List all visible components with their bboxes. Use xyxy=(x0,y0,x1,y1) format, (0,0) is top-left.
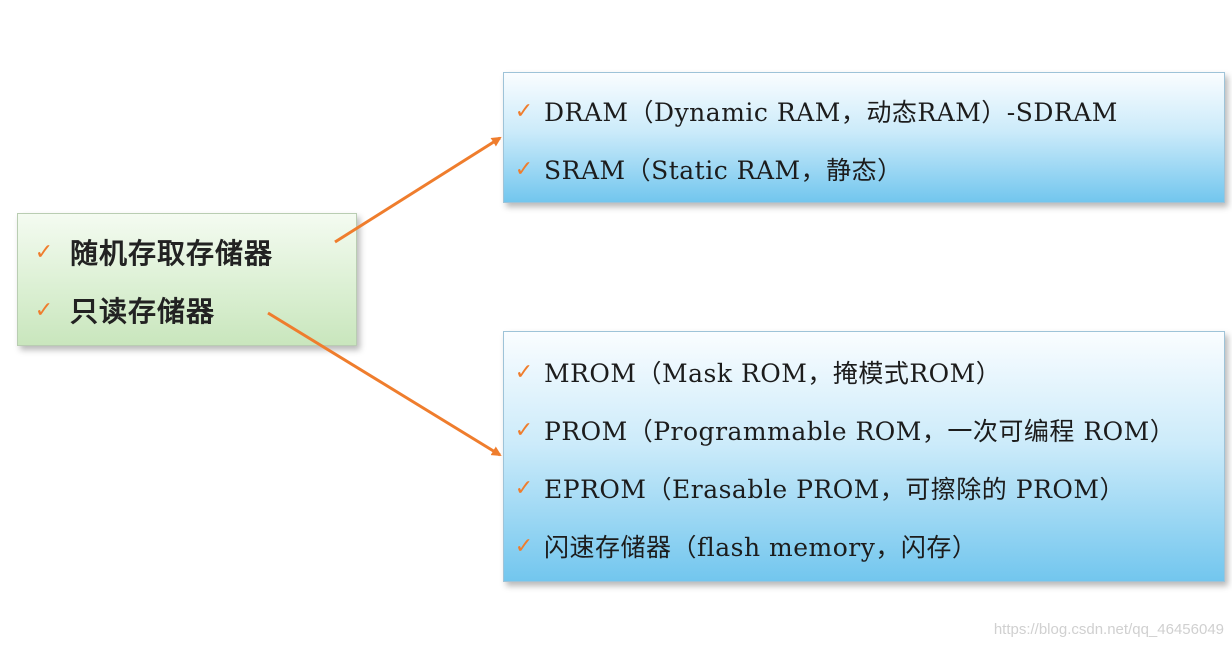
list-item-flash: ✓ 闪速存储器（flash memory，闪存） xyxy=(504,526,1224,566)
watermark: https://blog.csdn.net/qq_46456049 xyxy=(993,621,1224,638)
item-label: 随机存取存储器 xyxy=(70,237,274,270)
item-label: PROM（Programmable ROM，一次可编程 ROM） xyxy=(544,417,1176,446)
check-icon: ✓ xyxy=(514,359,534,385)
check-icon: ✓ xyxy=(34,297,54,323)
list-item-eprom: ✓ EPROM（Erasable PROM，可擦除的 PROM） xyxy=(504,468,1224,508)
ram-types-box: ✓ DRAM（Dynamic RAM，动态RAM）-SDRAM ✓ SRAM（S… xyxy=(503,72,1225,203)
list-item-dram: ✓ DRAM（Dynamic RAM，动态RAM）-SDRAM xyxy=(504,91,1224,131)
item-label: SRAM（Static RAM，静态） xyxy=(544,156,903,185)
item-label: EPROM（Erasable PROM，可擦除的 PROM） xyxy=(544,475,1125,504)
list-item-rom: ✓ 只读存储器 xyxy=(18,290,356,330)
check-icon: ✓ xyxy=(514,156,534,182)
item-label: 只读存储器 xyxy=(70,295,216,328)
item-label: MROM（Mask ROM，掩模式ROM） xyxy=(544,359,1002,388)
check-icon: ✓ xyxy=(514,533,534,559)
check-icon: ✓ xyxy=(514,475,534,501)
check-icon: ✓ xyxy=(514,417,534,443)
arrow-to-ram-box xyxy=(334,136,502,244)
rom-types-box: ✓ MROM（Mask ROM，掩模式ROM） ✓ PROM（Programma… xyxy=(503,331,1225,582)
list-item-ram: ✓ 随机存取存储器 xyxy=(18,232,356,272)
list-item-mrom: ✓ MROM（Mask ROM，掩模式ROM） xyxy=(504,352,1224,392)
item-label: DRAM（Dynamic RAM，动态RAM）-SDRAM xyxy=(544,98,1118,127)
item-label: 闪速存储器（flash memory，闪存） xyxy=(544,533,978,562)
arrow-to-rom-box xyxy=(267,311,502,457)
check-icon: ✓ xyxy=(514,98,534,124)
check-icon: ✓ xyxy=(34,239,54,265)
list-item-sram: ✓ SRAM（Static RAM，静态） xyxy=(504,149,1224,189)
list-item-prom: ✓ PROM（Programmable ROM，一次可编程 ROM） xyxy=(504,410,1224,450)
memory-category-box: ✓ 随机存取存储器 ✓ 只读存储器 xyxy=(17,213,357,346)
